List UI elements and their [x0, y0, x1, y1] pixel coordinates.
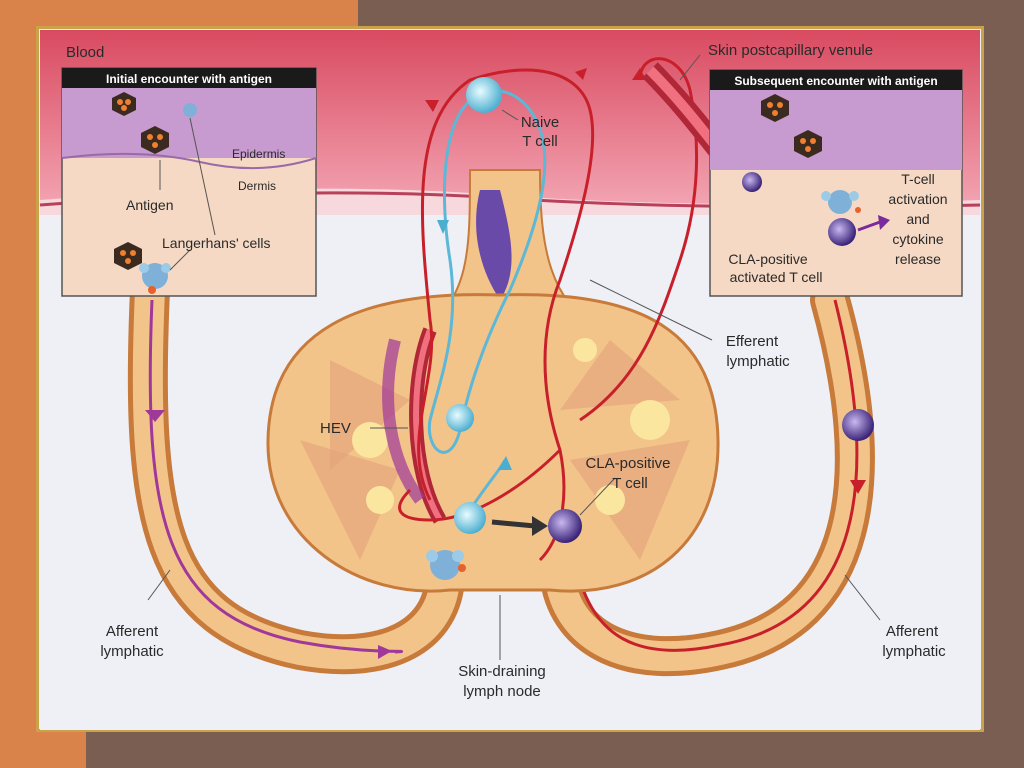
- leader-lines: [147, 54, 881, 660]
- purple-vessel: [476, 190, 512, 300]
- afferent-lymphatic-left: [127, 270, 465, 675]
- slide-accent-top: [0, 0, 358, 30]
- slide-accent-bottom: [0, 730, 86, 768]
- naive-t-cell-label-1: Naive: [521, 114, 559, 131]
- t-cell-activation-label-5: release: [895, 251, 941, 267]
- lymph-node-label-2: lymph node: [463, 683, 541, 700]
- cla-positive-t-cell: [548, 509, 582, 543]
- hev-label: HEV: [320, 420, 351, 437]
- antigen-label: Antigen: [126, 197, 173, 213]
- skin-postcapillary-venule-label: Skin postcapillary venule: [708, 42, 873, 59]
- cla-t-cell-label-1: CLA-positive: [585, 455, 670, 472]
- t-cell-activation-label-1: T-cell: [901, 171, 934, 187]
- dermis-label: Dermis: [238, 179, 276, 193]
- efferent-lymphatic-label-1: Efferent: [726, 333, 779, 350]
- langerhans-cell-epidermis: [183, 103, 197, 117]
- lymph-node-label-1: Skin-draining: [458, 663, 546, 680]
- t-cell-activation-label-3: and: [906, 211, 929, 227]
- efferent-lymphatic-label-2: lymphatic: [726, 353, 790, 370]
- activated-t-cell-dendritic: [821, 190, 861, 246]
- blood-circulation-path: [398, 57, 699, 562]
- initial-encounter-title: Initial encounter with antigen: [106, 72, 272, 86]
- cla-t-cell-label-2: T cell: [612, 475, 648, 492]
- cla-activated-cell-venule: [742, 172, 762, 192]
- langerhans-cell-dermis: [139, 263, 171, 294]
- blood-label: Blood: [66, 44, 104, 61]
- activation-arrow: [491, 519, 536, 529]
- subsequent-encounter-box: Subsequent encounter with antigen T-cell…: [709, 69, 963, 297]
- langerhans-cells-label: Langerhans' cells: [162, 235, 271, 251]
- slide-accent-left: [0, 0, 40, 768]
- afferent-left-label-2: lymphatic: [100, 643, 164, 660]
- t-cell-activation-label-4: cytokine: [892, 231, 944, 247]
- naive-t-cell: [466, 77, 502, 113]
- cla-activated-label-1: CLA-positive: [728, 251, 808, 267]
- cla-t-cell-lymph: [842, 409, 874, 441]
- lymph-node: [266, 293, 720, 593]
- cla-activated-label-2: activated T cell: [730, 269, 823, 285]
- naive-t-cell-node: [454, 502, 486, 534]
- t-cell-activation-label-2: activation: [888, 191, 947, 207]
- initial-encounter-box: Initial encounter with antigen Epidermis…: [61, 67, 317, 297]
- dendritic-cell-node: [426, 550, 466, 580]
- afferent-left-label-1: Afferent: [106, 623, 159, 640]
- naive-t-cell-label-2: T cell: [522, 133, 558, 150]
- subsequent-encounter-title: Subsequent encounter with antigen: [734, 74, 937, 88]
- afferent-right-label-2: lymphatic: [882, 643, 946, 660]
- epidermis-label: Epidermis: [232, 147, 285, 161]
- afferent-lymphatic-right: [540, 280, 875, 677]
- afferent-right-label-1: Afferent: [886, 623, 939, 640]
- naive-t-cell-hev: [446, 404, 474, 432]
